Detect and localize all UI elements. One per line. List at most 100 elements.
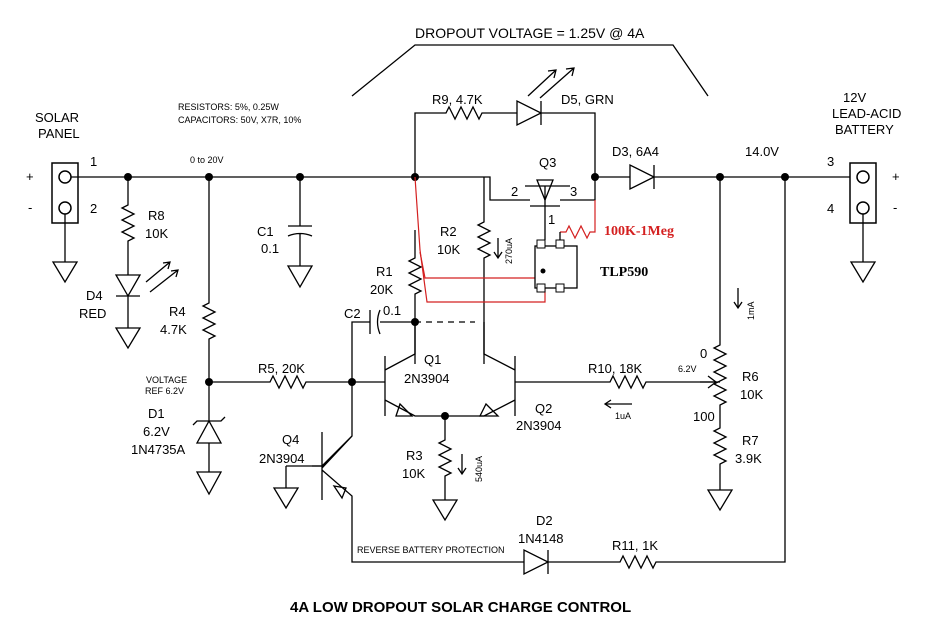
battery-plus: + bbox=[892, 169, 900, 184]
reverse-protection-note: REVERSE BATTERY PROTECTION bbox=[357, 545, 505, 555]
r7-ground bbox=[706, 489, 734, 512]
r1-ref: R1 bbox=[376, 264, 393, 279]
net-input-range: 0 to 20V bbox=[190, 155, 224, 165]
q3-pin2: 2 bbox=[511, 184, 518, 199]
added-resistor bbox=[560, 200, 596, 240]
r2-current: 270uA bbox=[504, 238, 514, 264]
c1-capacitor bbox=[287, 177, 313, 266]
q4-part: 2N3904 bbox=[259, 451, 305, 466]
r6-wiper-top: 0 bbox=[700, 346, 707, 361]
q4-ref: Q4 bbox=[282, 432, 299, 447]
solar-panel-label-1: SOLAR bbox=[35, 110, 79, 125]
q1-transistor bbox=[384, 322, 445, 417]
d2-part: 1N4148 bbox=[518, 531, 564, 546]
q2-ref: Q2 bbox=[535, 401, 552, 416]
c1-value: 0.1 bbox=[261, 241, 279, 256]
mod-wire-2 bbox=[419, 251, 538, 279]
r11-label: R11, 1K bbox=[612, 538, 658, 553]
r10-label: R10, 18K bbox=[588, 361, 643, 376]
q1-emitter-arrow bbox=[395, 402, 414, 417]
r6-value: 10K bbox=[740, 387, 763, 402]
wiper-voltage: 6.2V bbox=[678, 364, 697, 374]
note-capacitors: CAPACITORS: 50V, X7R, 10% bbox=[178, 115, 301, 125]
q4-emitter-arrow bbox=[332, 485, 347, 500]
solar-minus: - bbox=[28, 200, 32, 215]
c1-ground bbox=[286, 265, 314, 289]
c1-ref: C1 bbox=[257, 224, 274, 239]
dropout-note: DROPOUT VOLTAGE = 1.25V @ 4A bbox=[415, 25, 645, 41]
r2-resistor bbox=[476, 177, 492, 364]
r6-ref: R6 bbox=[742, 369, 759, 384]
battery-connector bbox=[849, 162, 877, 224]
d1-ground bbox=[195, 471, 223, 496]
r4-value: 4.7K bbox=[160, 322, 187, 337]
q3-pin1: 1 bbox=[548, 212, 555, 227]
d3-diode bbox=[595, 163, 850, 191]
solar-pin1: 1 bbox=[90, 154, 97, 169]
q3-mosfet-body bbox=[525, 185, 570, 212]
r2-current-arrow bbox=[493, 238, 503, 260]
r3-value: 10K bbox=[402, 466, 425, 481]
battery-label-1: 12V bbox=[843, 90, 866, 105]
battery-minus: - bbox=[893, 200, 897, 215]
r10-current-arrow bbox=[603, 399, 632, 409]
d1-part: 1N4735A bbox=[131, 442, 186, 457]
dropout-bracket bbox=[351, 44, 709, 97]
r2-value: 10K bbox=[437, 242, 460, 257]
r1-resistor bbox=[407, 230, 423, 364]
divider-current: 1mA bbox=[746, 301, 756, 320]
r5-resistor bbox=[209, 374, 385, 390]
diagram-title: 4A LOW DROPOUT SOLAR CHARGE CONTROL bbox=[290, 599, 631, 616]
d2-ref: D2 bbox=[536, 513, 553, 528]
added-resistor-label: 100K-1Meg bbox=[604, 224, 674, 239]
r5-label: R5, 20K bbox=[258, 361, 305, 376]
optocoupler-label: TLP590 bbox=[600, 265, 648, 280]
r3-ground bbox=[431, 499, 459, 522]
r9-label: R9, 4.7K bbox=[432, 92, 483, 107]
battery-pin3: 3 bbox=[827, 154, 834, 169]
c2-ref: C2 bbox=[344, 306, 361, 321]
r6-r7-divider bbox=[712, 177, 728, 490]
r6-wiper-bottom: 100 bbox=[693, 409, 715, 424]
r8-resistor bbox=[120, 177, 136, 275]
solar-panel-label-2: PANEL bbox=[38, 126, 80, 141]
mod-wire-1 bbox=[414, 176, 546, 303]
battery-label-3: BATTERY bbox=[835, 122, 894, 137]
d3-label: D3, 6A4 bbox=[612, 144, 659, 159]
battery-pin4: 4 bbox=[827, 201, 834, 216]
q3-body-diode bbox=[536, 179, 554, 202]
q3-ref: Q3 bbox=[539, 155, 556, 170]
vref-label-1: VOLTAGE bbox=[146, 375, 187, 385]
d2-r11-path bbox=[523, 177, 786, 576]
d4-ref: D4 bbox=[86, 288, 103, 303]
c2-value: 0.1 bbox=[383, 303, 401, 318]
r1-value: 20K bbox=[370, 282, 393, 297]
r7-ref: R7 bbox=[742, 433, 759, 448]
r3-current: 540uA bbox=[474, 456, 484, 482]
r2-ref: R2 bbox=[440, 224, 457, 239]
battery-voltage: 14.0V bbox=[745, 144, 779, 159]
r9-resistor bbox=[414, 105, 517, 177]
q3-pin3: 3 bbox=[570, 184, 577, 199]
solar-pin2: 2 bbox=[90, 201, 97, 216]
r3-current-arrow bbox=[457, 454, 467, 476]
r6-wiper bbox=[700, 375, 718, 389]
r10-current: 1uA bbox=[615, 411, 631, 421]
r10-resistor bbox=[590, 374, 720, 390]
solar-ground bbox=[51, 214, 79, 284]
d5-label: D5, GRN bbox=[561, 92, 614, 107]
vref-label-2: REF 6.2V bbox=[145, 386, 184, 396]
q2-part: 2N3904 bbox=[516, 418, 562, 433]
q1-ref: Q1 bbox=[424, 352, 441, 367]
r4-resistor bbox=[201, 177, 217, 382]
q4-emitter-ground bbox=[272, 465, 322, 510]
q2-emitter-arrow bbox=[478, 402, 500, 417]
d1-ref: D1 bbox=[148, 406, 165, 421]
divider-current-arrow bbox=[733, 288, 743, 310]
r8-ref: R8 bbox=[148, 208, 165, 223]
r7-value: 3.9K bbox=[735, 451, 762, 466]
r4-ref: R4 bbox=[169, 304, 186, 319]
note-resistors: RESISTORS: 5%, 0.25W bbox=[178, 102, 279, 112]
r3-resistor bbox=[437, 416, 453, 500]
